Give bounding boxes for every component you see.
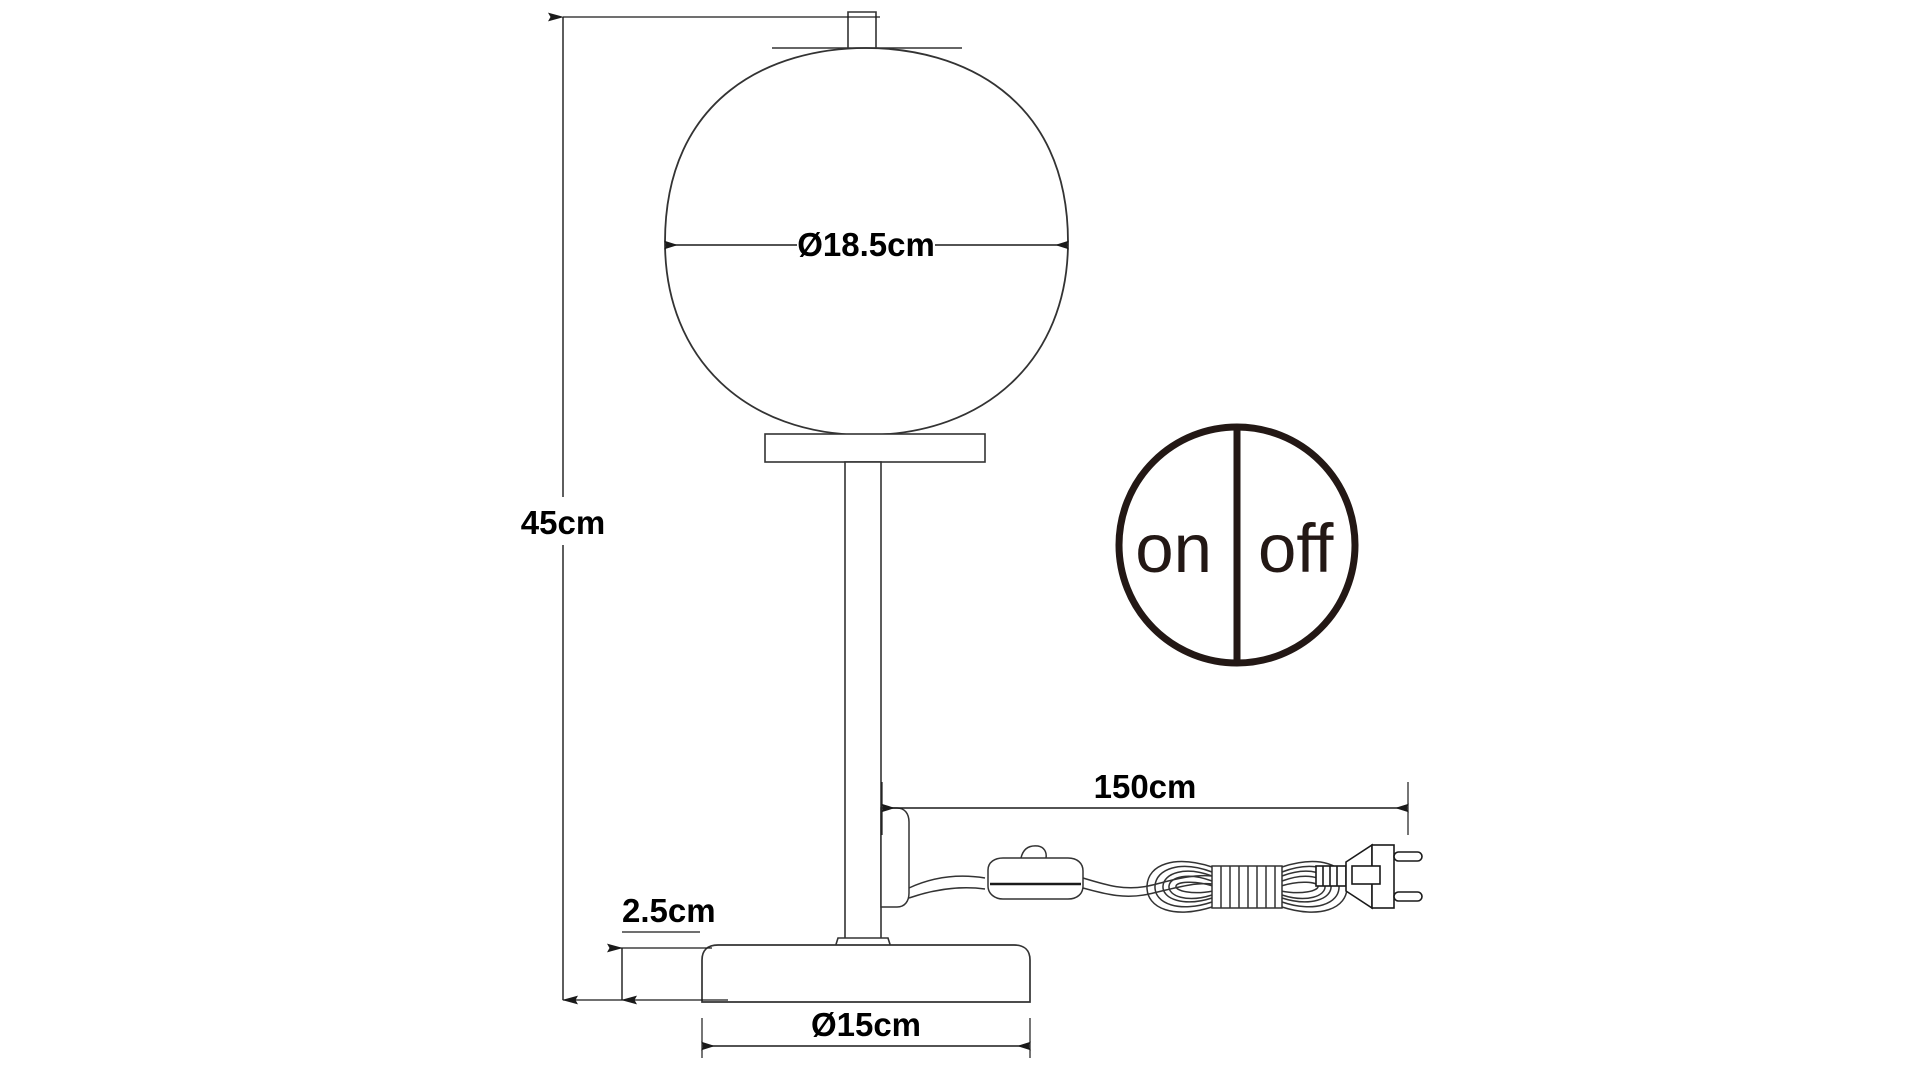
dimension-base-height: 2.5cm	[607, 892, 716, 1005]
cord-segment-1	[908, 875, 986, 889]
switch-symbol-on-label: on	[1135, 510, 1212, 587]
lamp-stem	[844, 461, 882, 955]
lamp-base-group	[701, 944, 1031, 1003]
on-off-switch-symbol: on off	[1115, 423, 1359, 667]
label-shade-diameter: Ø18.5cm	[797, 226, 935, 263]
switch-symbol-off-label: off	[1258, 510, 1334, 587]
cord-entry-housing	[880, 807, 910, 908]
label-cord-length: 150cm	[1094, 768, 1197, 805]
lamp-base	[701, 944, 1031, 1003]
inline-rocker-switch	[987, 857, 1084, 900]
lamp-stem-group	[831, 461, 910, 955]
shade-bottom-plate	[764, 433, 986, 463]
label-base-height: 2.5cm	[622, 892, 716, 929]
lamp-shade-group	[664, 11, 1069, 463]
plug-window	[1351, 865, 1381, 885]
dimension-base-diameter: Ø15cm	[701, 1006, 1031, 1058]
shade-finial	[847, 11, 877, 48]
power-cord-group	[908, 845, 1379, 913]
label-base-diameter: Ø15cm	[811, 1006, 921, 1043]
label-total-height: 45cm	[521, 504, 605, 541]
cord-segment-2b	[1082, 882, 1214, 897]
plug-pin-bottom	[1393, 891, 1423, 902]
cord-segment-1b	[908, 887, 986, 899]
cord-binding-band	[1211, 865, 1283, 909]
plug-strain-relief	[1315, 865, 1347, 887]
switch-rocker-tab	[1020, 845, 1047, 859]
dimension-shade-diameter: Ø18.5cm	[664, 226, 1069, 263]
european-plug	[1315, 843, 1423, 910]
dimension-cord-length: 150cm	[881, 768, 1409, 835]
plug-pin-top	[1393, 851, 1423, 862]
dimension-total-height: 45cm	[521, 12, 880, 1005]
